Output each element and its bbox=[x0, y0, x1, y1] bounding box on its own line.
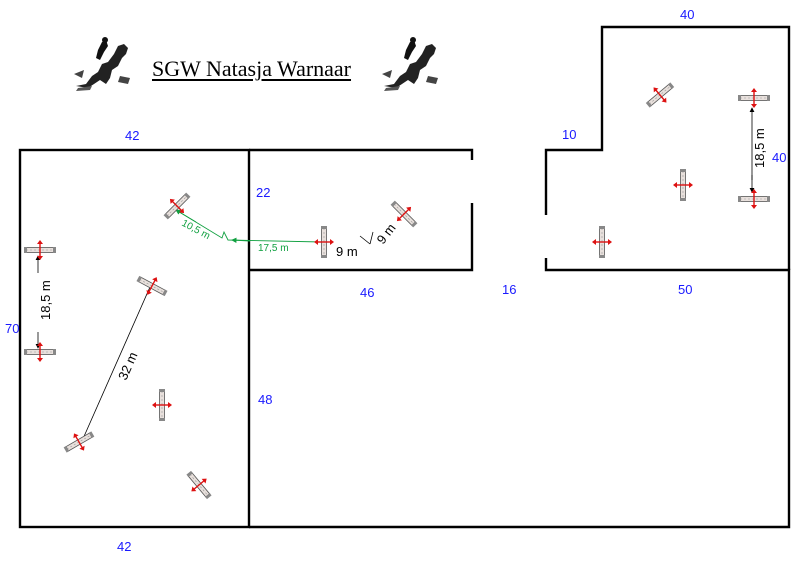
distance-line-diagonal bbox=[81, 286, 151, 442]
measurement-left-18-5: 18,5 m bbox=[38, 280, 53, 320]
dimension-left-side: 70 bbox=[5, 321, 19, 336]
jump-obstacle-1 bbox=[23, 239, 57, 261]
top-corridor-wall bbox=[249, 148, 474, 160]
dimension-right-bottom: 50 bbox=[678, 282, 692, 297]
jump-obstacle-5 bbox=[151, 388, 173, 422]
measurement-17-5: 17,5 m bbox=[258, 243, 289, 254]
dimension-top-left: 42 bbox=[125, 128, 139, 143]
jump-obstacle-2 bbox=[23, 341, 57, 363]
jump-obstacle-6 bbox=[180, 465, 218, 505]
logo-horse-rider-right bbox=[380, 36, 442, 92]
left-arena-wall bbox=[18, 148, 251, 529]
jump-obstacle-3 bbox=[132, 268, 172, 304]
jump-obstacle-14 bbox=[737, 188, 771, 210]
logo-horse-rider-left bbox=[72, 36, 134, 92]
dimension-corridor-bottom: 46 bbox=[360, 285, 374, 300]
jump-obstacle-11 bbox=[640, 76, 680, 114]
measurement-32: 32 m bbox=[115, 350, 140, 383]
jump-obstacle-8 bbox=[313, 225, 335, 259]
dimension-right-side: 40 bbox=[772, 150, 786, 165]
measurement-9-right: 9 m bbox=[374, 221, 399, 247]
jump-obstacle-13 bbox=[737, 87, 771, 109]
jump-obstacle-4 bbox=[59, 424, 99, 460]
dimension-top-right: 40 bbox=[680, 7, 694, 22]
page-title: SGW Natasja Warnaar bbox=[152, 56, 352, 81]
dimension-gap: 16 bbox=[502, 282, 516, 297]
green-route-line bbox=[175, 209, 323, 243]
dimension-bottom-left: 42 bbox=[117, 539, 131, 554]
dimension-right-step: 10 bbox=[562, 127, 576, 142]
jump-obstacle-10 bbox=[591, 225, 613, 259]
measurement-right-18-5: 18,5 m bbox=[752, 128, 767, 168]
measurement-9-left: 9 m bbox=[336, 244, 358, 259]
dimension-corridor-left: 22 bbox=[256, 185, 270, 200]
corridor-bottom-wall bbox=[249, 203, 474, 272]
horse-rider-jumping-icon bbox=[382, 37, 438, 91]
horse-rider-jumping-icon bbox=[74, 37, 130, 91]
dimension-middle: 48 bbox=[258, 392, 272, 407]
main-arena-wall bbox=[249, 258, 791, 529]
jump-obstacle-12 bbox=[672, 168, 694, 202]
right-arena-wall bbox=[544, 25, 791, 270]
arena-walls bbox=[18, 25, 791, 529]
